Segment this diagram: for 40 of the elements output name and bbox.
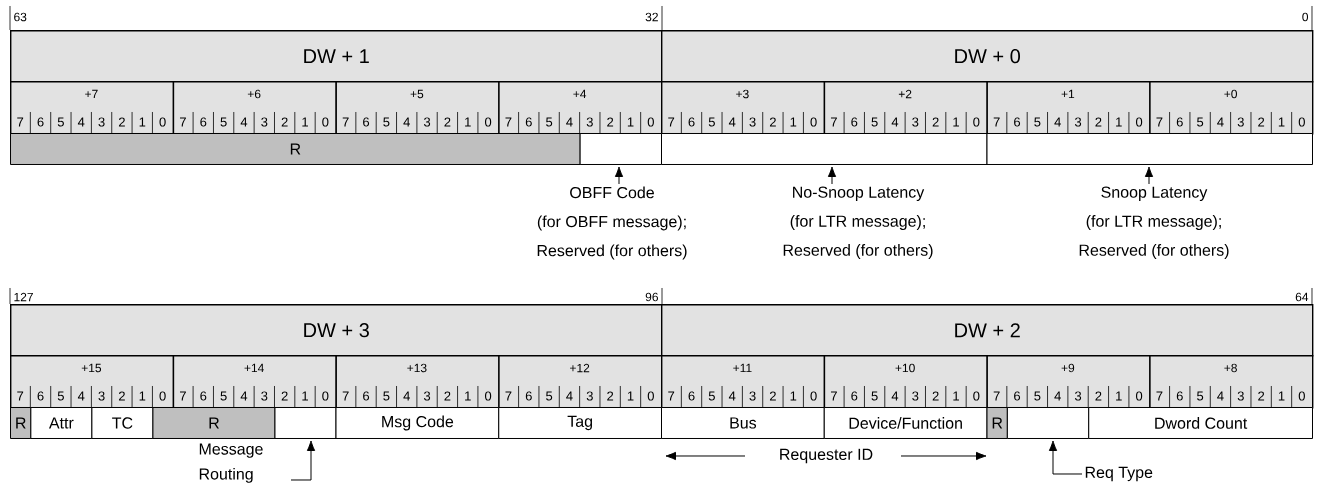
byte-cell: +9 7 6 5 4 3 2 1 0	[986, 355, 1151, 409]
field-annotation: No-Snoop Latency (for LTR message); Reserved (for others)	[783, 186, 933, 259]
field-cell	[986, 133, 1313, 165]
field-cell: TC	[91, 407, 154, 439]
field-cell: R	[986, 407, 1008, 439]
byte-cell: +14 7 6 5 4 3 2 1 0	[172, 355, 337, 409]
byte-cell: +15 7 6 5 4 3 2 1 0	[10, 355, 175, 409]
byte-cell: +11 7 6 5 4 3 2 1 0	[661, 355, 826, 409]
arrow	[614, 166, 624, 185]
field-cell	[579, 133, 662, 165]
field-annotation: Req Type	[1085, 466, 1153, 482]
byte-cell: +1 7 6 5 4 3 2 1 0	[986, 81, 1151, 135]
field-cell	[1006, 407, 1090, 439]
byte-cell: +13 7 6 5 4 3 2 1 0	[335, 355, 500, 409]
field-cell: Tag	[498, 407, 662, 439]
field-cell: Bus	[661, 407, 825, 439]
byte-cell: +12 7 6 5 4 3 2 1 0	[498, 355, 663, 409]
byte-cell: +0 7 6 5 4 3 2 1 0	[1149, 81, 1314, 135]
field-cell: R	[10, 407, 32, 439]
byte-cell: +3 7 6 5 4 3 2 1 0	[661, 81, 826, 135]
byte-cell: +10 7 6 5 4 3 2 1 0	[823, 355, 988, 409]
field-cell: R	[10, 133, 581, 165]
byte-cell: +8 7 6 5 4 3 2 1 0	[1149, 355, 1314, 409]
byte-cell: +7 7 6 5 4 3 2 1 0	[10, 81, 175, 135]
field-cell	[274, 407, 337, 439]
byte-cell: +6 7 6 5 4 3 2 1 0	[172, 81, 337, 135]
arrow	[290, 440, 316, 481]
arrow	[1144, 166, 1154, 185]
field-annotation: Message Routing	[199, 443, 263, 483]
field-annotation: OBFF Code (for OBFF message); Reserved (for others)	[537, 186, 687, 260]
field-cell: Attr	[30, 407, 93, 439]
byte-cell: +5 7 6 5 4 3 2 1 0	[335, 81, 500, 135]
byte-cell: +2 7 6 5 4 3 2 1 0	[823, 81, 988, 135]
field-cell: Device/Function	[823, 407, 988, 439]
span-label: Requester ID	[780, 448, 873, 464]
field-cell: R	[152, 407, 276, 439]
arrow	[827, 166, 837, 185]
arrow	[1048, 440, 1083, 475]
byte-cell: +4 7 6 5 4 3 2 1 0	[498, 81, 663, 135]
field-annotation: Snoop Latency (for LTR message); Reserved (for others)	[1079, 186, 1229, 259]
